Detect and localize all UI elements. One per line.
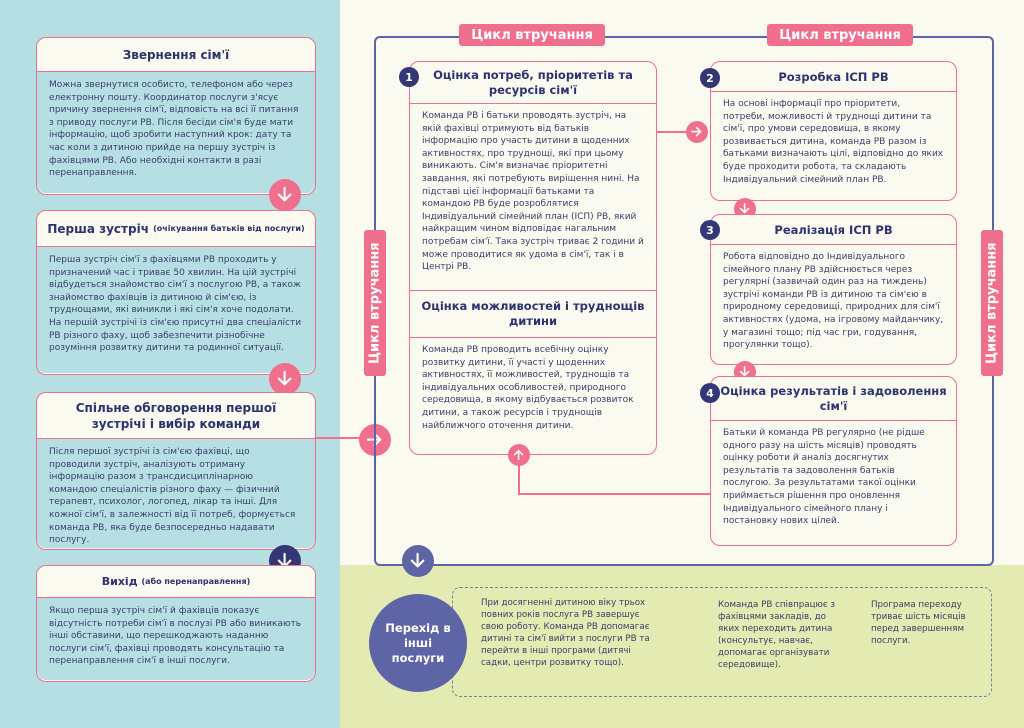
card-title-row: Перша зустріч (очікування батьків від по…: [37, 211, 315, 247]
cycle-tag-side-right: Цикл втручання: [981, 230, 1003, 376]
step-title: Реалізація ІСП РВ: [711, 215, 956, 245]
card-title: Спільне обговорення першої зустрічі і ви…: [37, 393, 315, 439]
card-body: Перша зустріч сім'ї з фахівцями РВ прохо…: [37, 247, 315, 373]
card-subtitle: (або перенаправлення): [141, 577, 251, 586]
transition-label: Перехід в інші послуги: [385, 620, 451, 665]
card-title: Перша зустріч: [47, 221, 149, 236]
step-body: Батьки й команда РВ регулярно (не рідше …: [711, 421, 956, 544]
up-arrow-icon: [508, 444, 530, 466]
card-body: Якщо перша зустріч сім'ї й фахівців пока…: [37, 598, 315, 680]
card-title-row: Вихід (або перенаправлення): [37, 566, 315, 598]
right-arrow-icon: [686, 121, 708, 143]
step-1-card: Оцінка потреб, пріоритетів та ресурсів с…: [409, 61, 657, 455]
connector-line: [316, 437, 360, 439]
card-title: Вихід: [101, 575, 138, 588]
step-title-2: Оцінка можливостей і труднощів дитини: [410, 290, 656, 338]
down-arrow-icon: [269, 179, 301, 211]
step-body: На основі інформації про пріоритети, пот…: [711, 92, 956, 199]
connector-line: [519, 493, 710, 495]
card-joint-discussion: Спільне обговорення першої зустрічі і ви…: [36, 392, 316, 550]
step-title: Розробка ІСП РВ: [711, 62, 956, 92]
transition-text-3: Програма переходу триває шість місяців п…: [871, 600, 966, 646]
cycle-tag-top-left: Цикл втручання: [459, 24, 605, 46]
step-body: Робота відповідно до Індивідуального сім…: [711, 245, 956, 363]
step-4-number: 4: [700, 383, 720, 403]
transition-circle: Перехід в інші послуги: [369, 594, 467, 692]
cycle-tag-side-left: Цикл втручання: [364, 230, 386, 376]
transition-text-2: Команда РВ співпрацює з фахівцями заклад…: [718, 600, 835, 670]
connector-line: [657, 131, 687, 133]
down-arrow-icon: [402, 545, 434, 577]
cycle-tag-top-right: Цикл втручання: [767, 24, 913, 46]
step-body-2: Команда РВ проводить всебічну оцінку роз…: [410, 338, 656, 446]
connector-line: [518, 465, 520, 495]
card-subtitle: (очікування батьків від послуги): [153, 224, 305, 233]
step-2-card: Розробка ІСП РВ На основі інформації про…: [710, 61, 957, 201]
step-3-number: 3: [700, 220, 720, 240]
step-title: Оцінка потреб, пріоритетів та ресурсів с…: [410, 62, 656, 104]
card-first-meeting: Перша зустріч (очікування батьків від по…: [36, 210, 316, 375]
step-3-card: Реалізація ІСП РВ Робота відповідно до І…: [710, 214, 957, 365]
step-4-card: Оцінка результатів і задоволення сім'ї Б…: [710, 376, 957, 546]
transition-text-1: При досягненні дитиною віку трьох повних…: [481, 598, 650, 668]
card-family-request: Звернення сім'ї Можна звернутися особист…: [36, 37, 316, 195]
step-body: Команда РВ і батьки проводять зустріч, н…: [410, 104, 656, 290]
card-body: Після першої зустрічі із сім'єю фахівці,…: [37, 439, 315, 548]
card-exit: Вихід (або перенаправлення) Якщо перша з…: [36, 565, 316, 682]
card-title: Звернення сім'ї: [37, 38, 315, 72]
card-body: Можна звернутися особисто, телефоном або…: [37, 72, 315, 193]
step-2-number: 2: [700, 68, 720, 88]
step-title: Оцінка результатів і задоволення сім'ї: [711, 377, 956, 421]
down-arrow-icon: [269, 363, 301, 395]
step-1-number: 1: [399, 67, 419, 87]
